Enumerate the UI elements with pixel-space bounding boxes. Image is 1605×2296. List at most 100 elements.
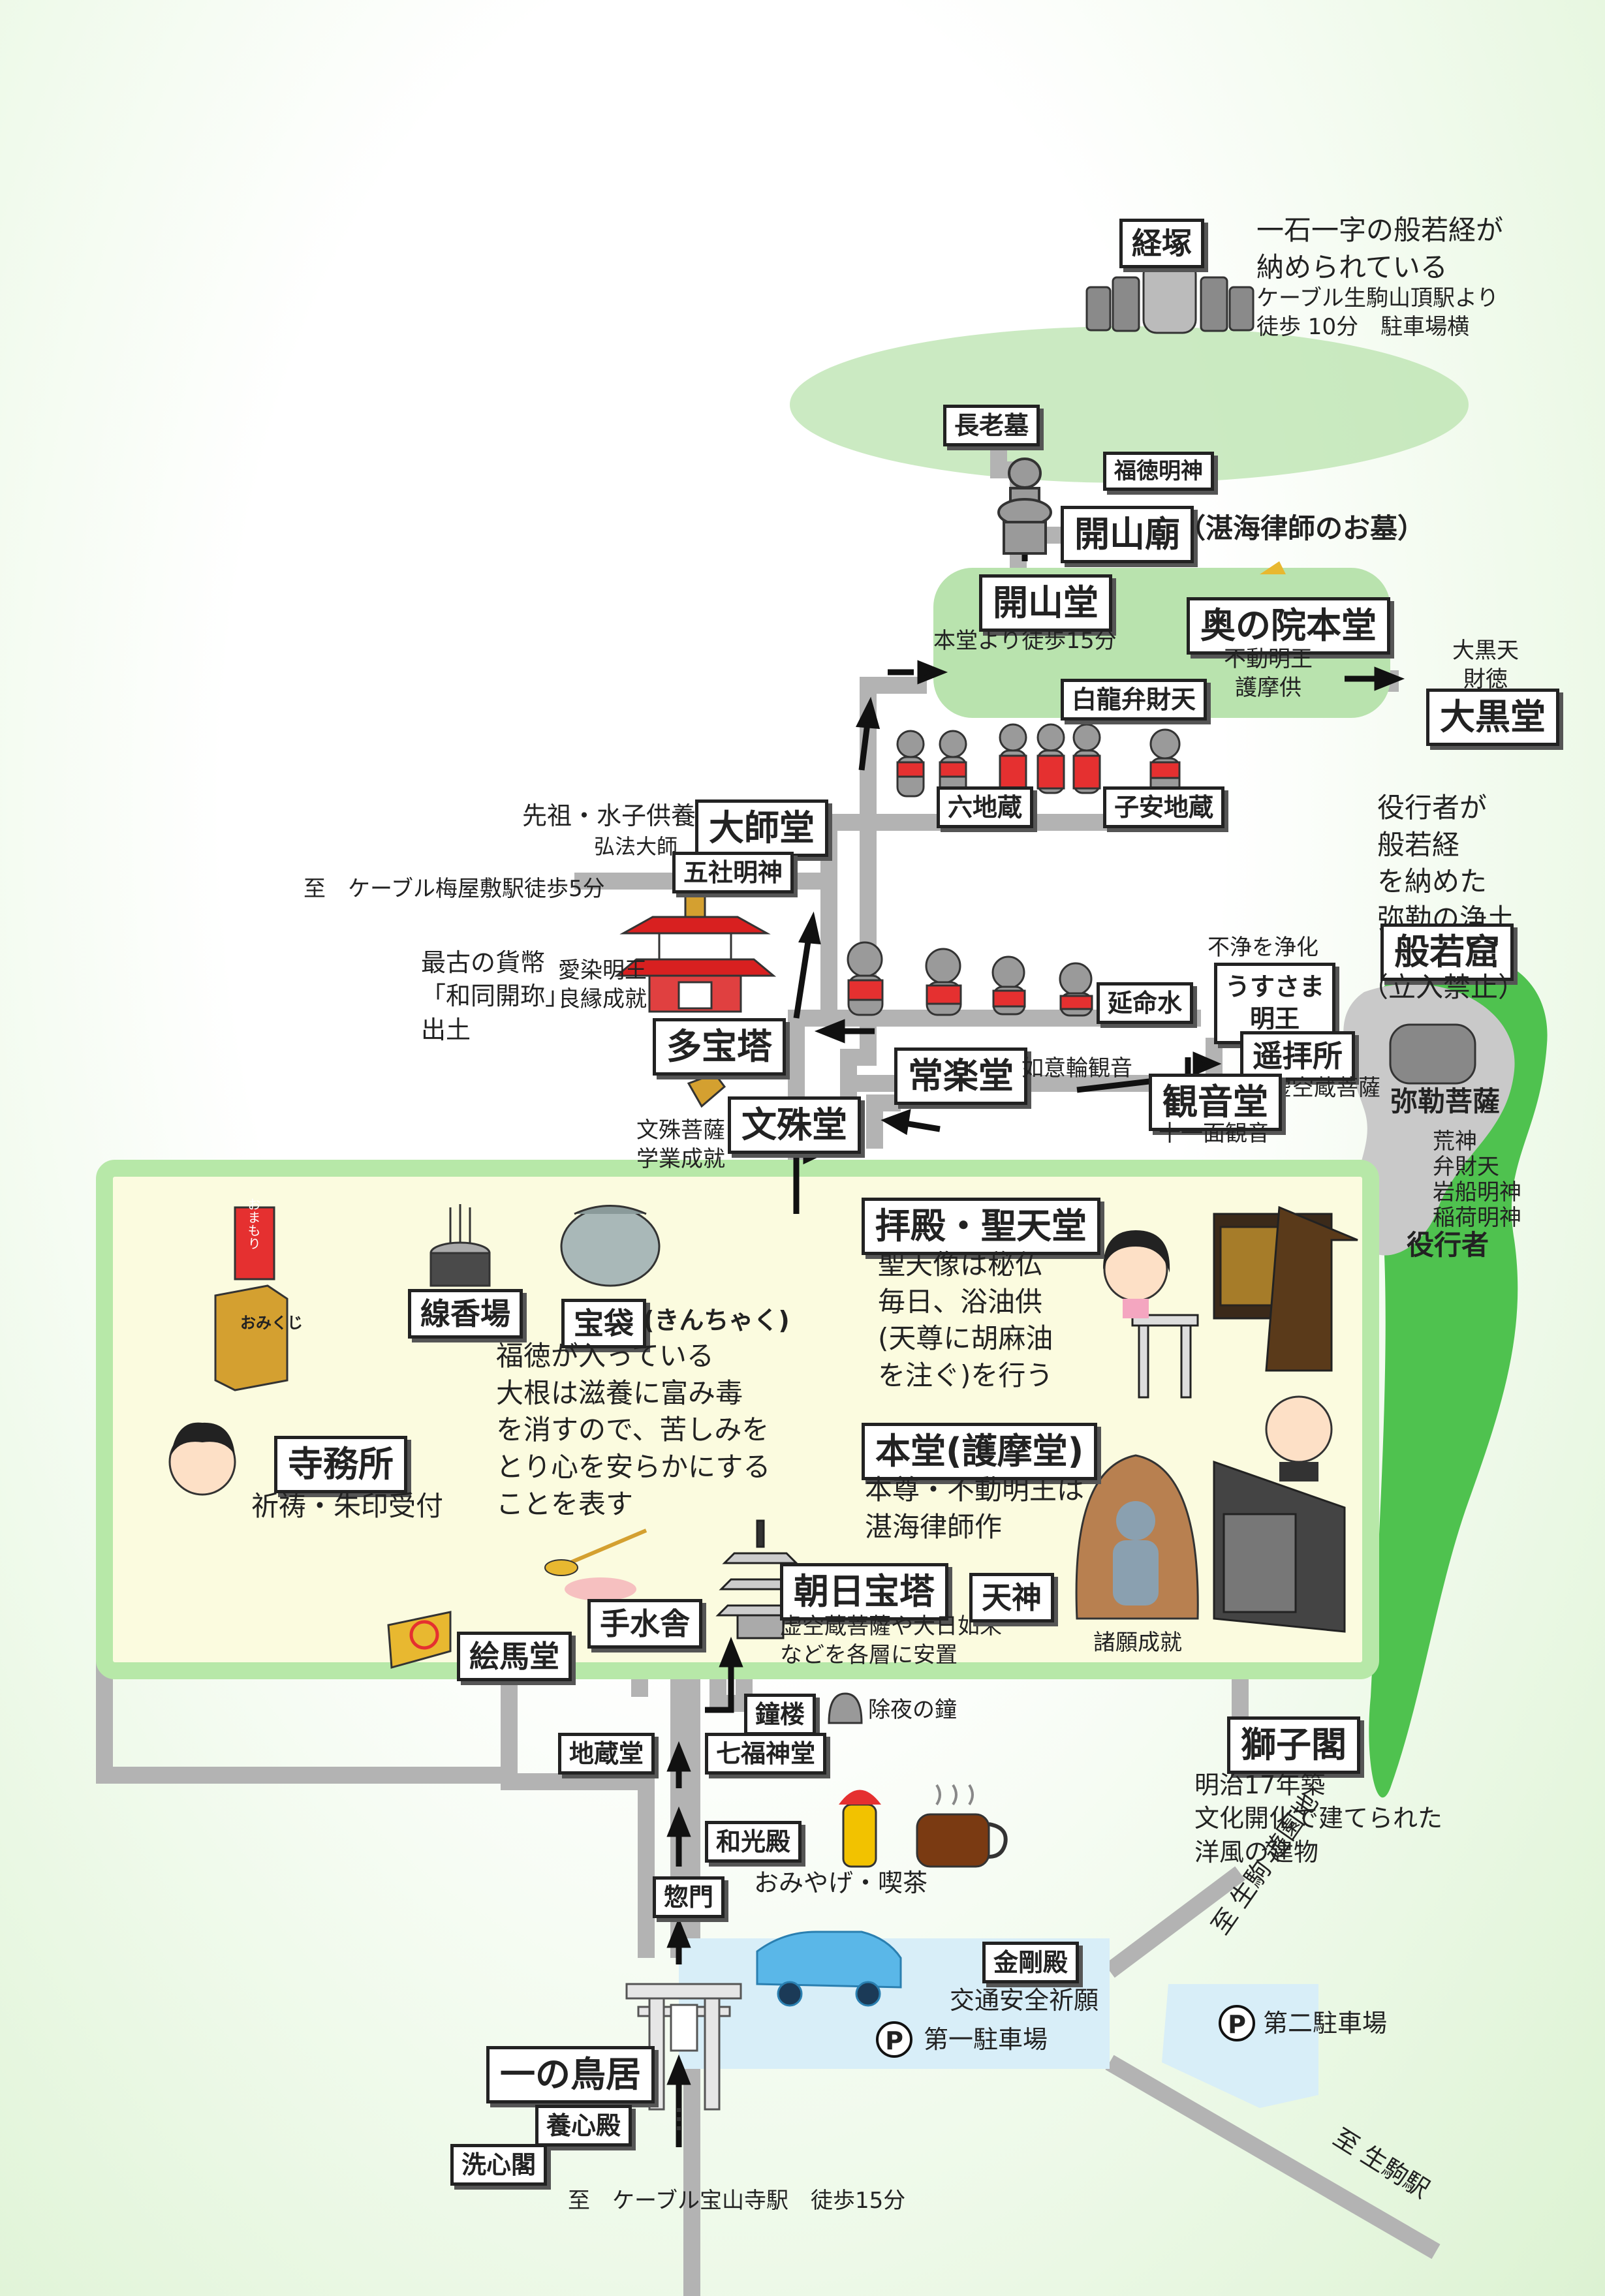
- emado-label[interactable]: 絵馬堂: [457, 1632, 572, 1681]
- shoro-label[interactable]: 鐘楼: [744, 1694, 817, 1735]
- usu-myoo-label[interactable]: うすさま 明王: [1214, 963, 1336, 1044]
- kaisando-note: 本堂より徒歩15分: [933, 628, 1117, 654]
- asahi-desc-line: などを各層に安置: [780, 1642, 958, 1669]
- ema-plaque-icon: [387, 1611, 452, 1669]
- shishikaku-desc-line: 洋風の建物: [1194, 1837, 1319, 1867]
- jimusho-label[interactable]: 寺務所: [274, 1436, 407, 1493]
- okunoin-desc-line: 護摩供: [1235, 675, 1301, 702]
- haiden-desc-line: 聖天像は秘仏: [878, 1249, 1043, 1280]
- hondo-desc: 本尊・不動明王は 湛海律師作: [865, 1472, 1084, 1545]
- usu-top-note: 不浄を浄化: [1208, 935, 1318, 961]
- wakoden-label[interactable]: 和光殿: [705, 1821, 802, 1863]
- kyozuka-stones: [1085, 260, 1254, 334]
- koyasu-label[interactable]: 子安地蔵: [1103, 786, 1225, 828]
- daishido-desc-line: 弘法大師: [594, 834, 678, 860]
- haiden-desc-line: 毎日、浴油供: [878, 1285, 1043, 1318]
- kannondo-label[interactable]: 観音堂: [1149, 1074, 1282, 1131]
- monjudo-desc-line: 文殊菩薩: [636, 1117, 725, 1143]
- okunoin-roof-icon: [1260, 561, 1286, 574]
- somon-label[interactable]: 惣門: [653, 1876, 725, 1918]
- fukutoku-myojin-label[interactable]: 福徳明神: [1103, 452, 1214, 491]
- kannondo-note: 十一面観音: [1159, 1121, 1270, 1147]
- enmeisui-label[interactable]: 延命水: [1097, 982, 1194, 1024]
- kongoden-note: 交通安全祈願: [950, 1986, 1099, 2015]
- daikokudo-label[interactable]: 大黒堂: [1426, 689, 1559, 746]
- water-ladle-icon: [544, 1528, 647, 1601]
- kojin-line: 岩船明神: [1433, 1179, 1521, 1206]
- svg-text:おまもり: おまもり: [245, 1198, 261, 1250]
- haiden-desc-line: を注ぐ)を行う: [878, 1359, 1053, 1392]
- hondo-desc-line: 湛海律師作: [865, 1510, 1003, 1543]
- kojin-list: 荒神 弁財天 岩船明神 稲荷明神: [1433, 1128, 1521, 1231]
- jizodo-label[interactable]: 地蔵堂: [558, 1733, 655, 1775]
- kyozuka-desc-line: 納められている: [1256, 251, 1448, 283]
- child-face-icon: [168, 1422, 236, 1496]
- asahi-hoto-label[interactable]: 朝日宝塔: [780, 1563, 948, 1621]
- kokuzo-note: 虚空蔵菩薩: [1270, 1075, 1380, 1101]
- kinchaku-label[interactable]: 宝袋: [561, 1299, 646, 1348]
- daikokudo-desc: 大黒天 財徳: [1452, 636, 1519, 694]
- aizen-line: 愛染明王: [558, 957, 647, 984]
- tahoto-label[interactable]: 多宝塔: [653, 1018, 786, 1076]
- kaisanbyo-label[interactable]: 開山廟: [1061, 506, 1194, 563]
- kinchaku-desc-line: を消すので、苦しみを: [496, 1414, 770, 1446]
- daishido-label[interactable]: 大師堂: [695, 799, 828, 857]
- rokujizo-label[interactable]: 六地蔵: [937, 786, 1034, 828]
- bell-icon: [828, 1692, 863, 1724]
- gosha-myojin-label[interactable]: 五社明神: [672, 852, 794, 893]
- hondo-label[interactable]: 本堂(護摩堂): [862, 1423, 1098, 1480]
- yohaisho-label[interactable]: 遥拝所: [1240, 1031, 1355, 1081]
- ichinotorii-label[interactable]: 一の鳥居: [486, 2046, 655, 2103]
- temizuya-label[interactable]: 手水舎: [587, 1599, 702, 1649]
- daikokudo-desc-line: 財徳: [1463, 666, 1508, 693]
- kyozuka-access: ケーブル生駒山頂駅より 徒歩 10分 駐車場横: [1256, 284, 1499, 341]
- yoshinden-label[interactable]: 養心殿: [535, 2105, 632, 2147]
- kongoden-label[interactable]: 金剛殿: [982, 1942, 1080, 1983]
- omamori-icon: おまもり: [234, 1198, 275, 1280]
- senshinkaku-label[interactable]: 洗心閣: [450, 2144, 548, 2186]
- hondo-desc-line: 本尊・不動明王は: [865, 1474, 1085, 1506]
- monjudo-label[interactable]: 文殊堂: [728, 1096, 861, 1154]
- parking2-circle: [1219, 2005, 1255, 2041]
- tahoto-pagoda: [614, 886, 777, 1013]
- fudo-statue: [1075, 1454, 1199, 1620]
- omikuji-icon: [214, 1284, 288, 1391]
- parking1-label: 第一駐車場: [924, 2025, 1048, 2054]
- parking1-mark: P: [885, 2026, 903, 2055]
- kinchaku-desc: 福徳が入っている 大根は滋養に富み毒 を消すので、苦しみを とり心を安らかにする…: [496, 1338, 770, 1523]
- chorobo-label[interactable]: 長老墓: [943, 405, 1040, 446]
- monju-hat-icon: [687, 1072, 726, 1108]
- girl-face-icon: [1103, 1230, 1170, 1318]
- parking1-circle: [876, 2021, 912, 2058]
- monjudo-desc-line: 学業成就: [636, 1146, 725, 1173]
- daikokudo-desc-line: 大黒天: [1452, 638, 1519, 664]
- monk-face-icon: [1265, 1395, 1333, 1482]
- jorakudo-label[interactable]: 常楽堂: [894, 1047, 1027, 1105]
- kyozuka-label[interactable]: 経塚: [1119, 219, 1204, 268]
- haiden-label[interactable]: 拝殿・聖天堂: [862, 1198, 1100, 1255]
- jorakudo-note: 如意輪観音: [1021, 1055, 1132, 1081]
- kinchaku-desc-line: とり心を安らかにする: [496, 1451, 771, 1483]
- asahi-hoto-desc: 虚空蔵菩薩や大日如来 などを各層に安置: [780, 1612, 1002, 1669]
- joya-note: 除夜の鐘: [868, 1697, 957, 1723]
- shichifuku-label[interactable]: 七福神堂: [705, 1733, 827, 1775]
- usu-myoo-line: 明王: [1250, 1004, 1300, 1034]
- kaisando-label[interactable]: 開山堂: [979, 574, 1112, 632]
- haiden-desc: 聖天像は秘仏 毎日、浴油供 (天尊に胡麻油 を注ぐ)を行う: [878, 1247, 1053, 1395]
- gyoja-label: 役行者: [1407, 1229, 1489, 1261]
- haiden-desc-line: (天尊に胡麻油: [878, 1322, 1053, 1355]
- hannyakutsu-intro-line: 役行者が: [1377, 792, 1488, 824]
- okunoin-label[interactable]: 奥の院本堂: [1187, 597, 1390, 655]
- kinchaku-desc-line: 福徳が入っている: [496, 1340, 714, 1372]
- tenjin-label[interactable]: 天神: [969, 1573, 1054, 1622]
- shishikaku-label[interactable]: 獅子閣: [1227, 1716, 1360, 1774]
- kahei-line: 出土: [421, 1015, 471, 1044]
- hakuryu-label[interactable]: 白龍弁財天: [1061, 679, 1208, 721]
- hannyakutsu-intro-line: を納めた: [1377, 865, 1488, 898]
- okunoin-desc-line: 不動明王: [1224, 646, 1313, 672]
- monjudo-desc: 文殊菩薩 学業成就: [636, 1116, 725, 1173]
- hannyakutsu-label[interactable]: 般若窟: [1380, 923, 1514, 981]
- umeyashiki-route: 至 ケーブル梅屋敷駅徒歩5分: [304, 876, 605, 902]
- senkoba-label[interactable]: 線香場: [408, 1289, 523, 1339]
- kaisanbyo-note: （湛海律師のお墓）: [1178, 512, 1426, 544]
